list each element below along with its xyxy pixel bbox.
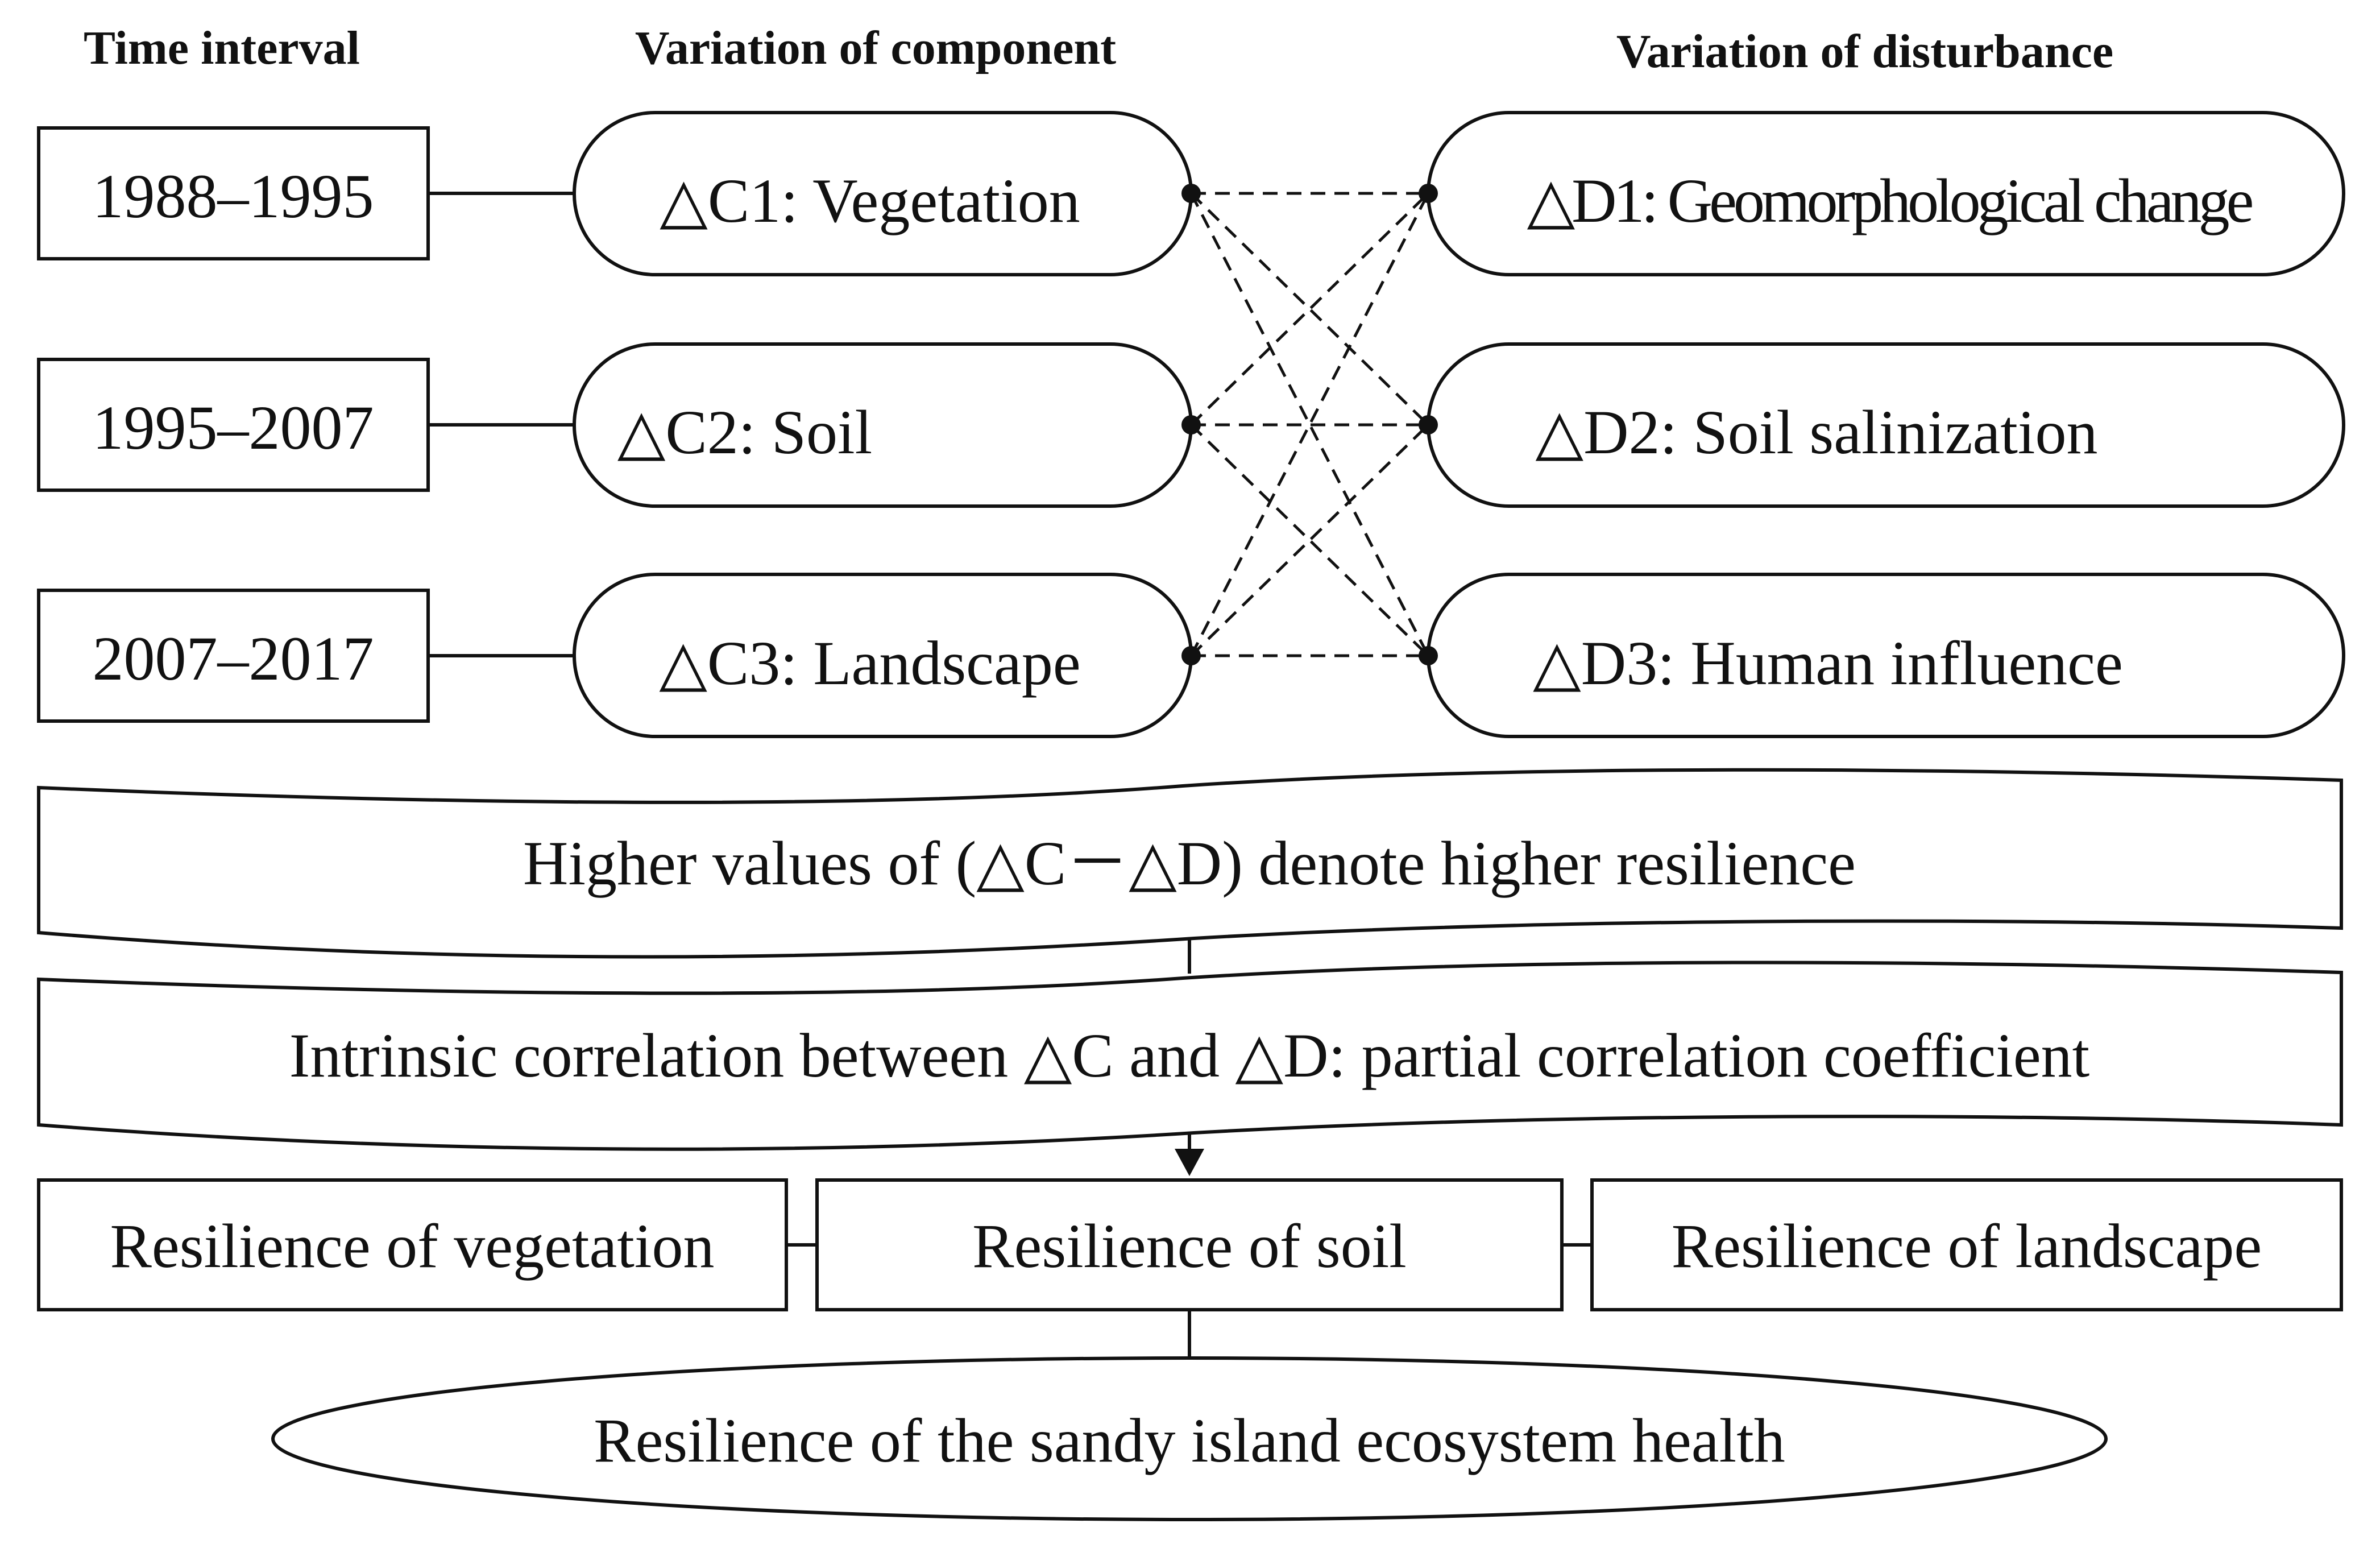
disturbance-label-soil-salinization: △D2: Soil salinization — [1536, 398, 2098, 467]
disturbance-label-geomorphological-change: △D1: Geomorphological change — [1527, 166, 2253, 235]
header-variation-of-component: Variation of component — [635, 22, 1116, 74]
resilience-box-landscape — [1590, 1178, 2343, 1311]
link-c3-d2 — [1190, 424, 1429, 657]
header-variation-of-disturbance: Variation of disturbance — [1616, 25, 2113, 78]
time-interval-label-2: 1995–2007 — [93, 393, 374, 462]
time-interval-box-2 — [37, 358, 430, 492]
dot-d1 — [1419, 184, 1438, 203]
time-interval-label-3: 2007–2017 — [93, 624, 374, 693]
cross-links — [1189, 192, 1430, 657]
result-ellipse — [271, 1356, 2108, 1521]
dot-c3 — [1181, 646, 1201, 665]
component-label-landscape: △C3: Landscape — [659, 628, 1080, 698]
link-c1-d2 — [1190, 192, 1429, 426]
dot-d2 — [1419, 415, 1438, 434]
link-c1-d3 — [1189, 192, 1430, 657]
resilience-label-soil: Resilience of soil — [972, 1211, 1407, 1281]
result-label: Resilience of the sandy island ecosystem… — [594, 1406, 1785, 1475]
link-c2-d1 — [1190, 192, 1429, 426]
link-c2-d3 — [1190, 424, 1429, 657]
link-c3-d1 — [1189, 192, 1430, 657]
arrow-down-icon — [1175, 1149, 1204, 1176]
component-label-soil: △C2: Soil — [617, 398, 872, 467]
dot-c1 — [1181, 184, 1201, 203]
time-interval-box-1 — [37, 126, 430, 260]
component-label-vegetation: △C1: Vegetation — [660, 166, 1080, 235]
header-time-interval: Time interval — [84, 22, 360, 74]
resilience-label-vegetation: Resilience of vegetation — [110, 1211, 715, 1281]
dot-d3 — [1419, 646, 1438, 665]
banner-resilience-rule — [37, 768, 2343, 959]
time-interval-label-1: 1988–1995 — [93, 162, 374, 231]
resilience-label-landscape: Resilience of landscape — [1672, 1211, 2262, 1281]
time-interval-box-3 — [37, 589, 430, 723]
banner-resilience-rule-text: Higher values of (△C－△D) denote higher r… — [523, 829, 1856, 898]
banner-correlation — [37, 961, 2343, 1151]
dot-c2 — [1181, 415, 1201, 434]
resilience-box-vegetation — [37, 1178, 788, 1311]
resilience-box-soil — [815, 1178, 1564, 1311]
banner-correlation-text: Intrinsic correlation between △C and △D:… — [289, 1021, 2089, 1090]
disturbance-label-human-influence: △D3: Human influence — [1533, 628, 2123, 698]
